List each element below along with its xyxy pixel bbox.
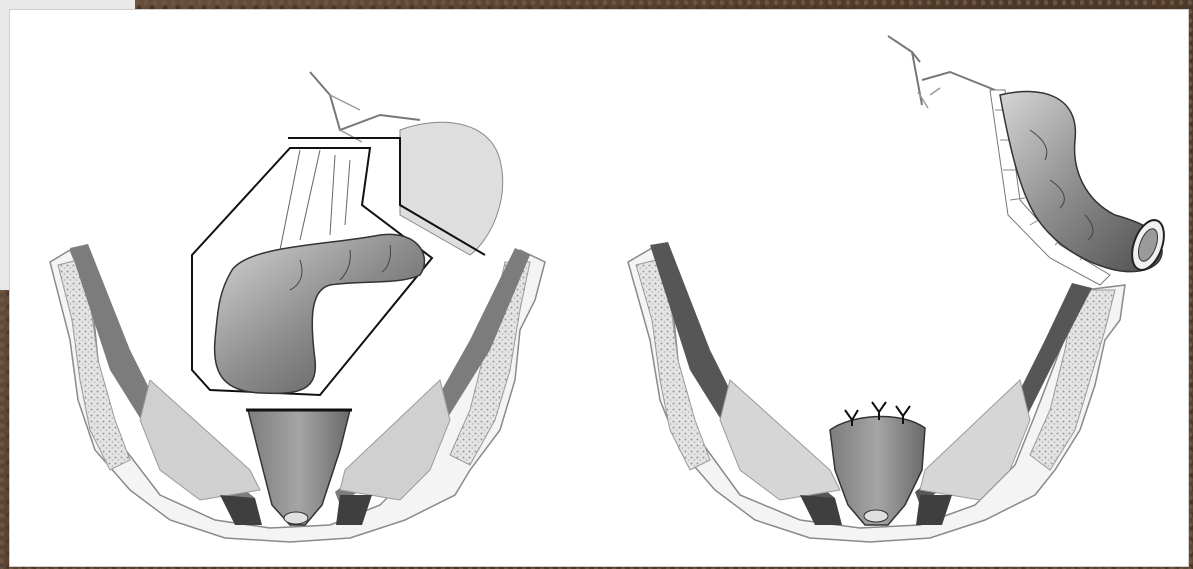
left-resected-colon-segment bbox=[192, 72, 503, 395]
right-pelvis-drawing bbox=[628, 242, 1125, 542]
right-mobilized-colon bbox=[888, 36, 1170, 285]
